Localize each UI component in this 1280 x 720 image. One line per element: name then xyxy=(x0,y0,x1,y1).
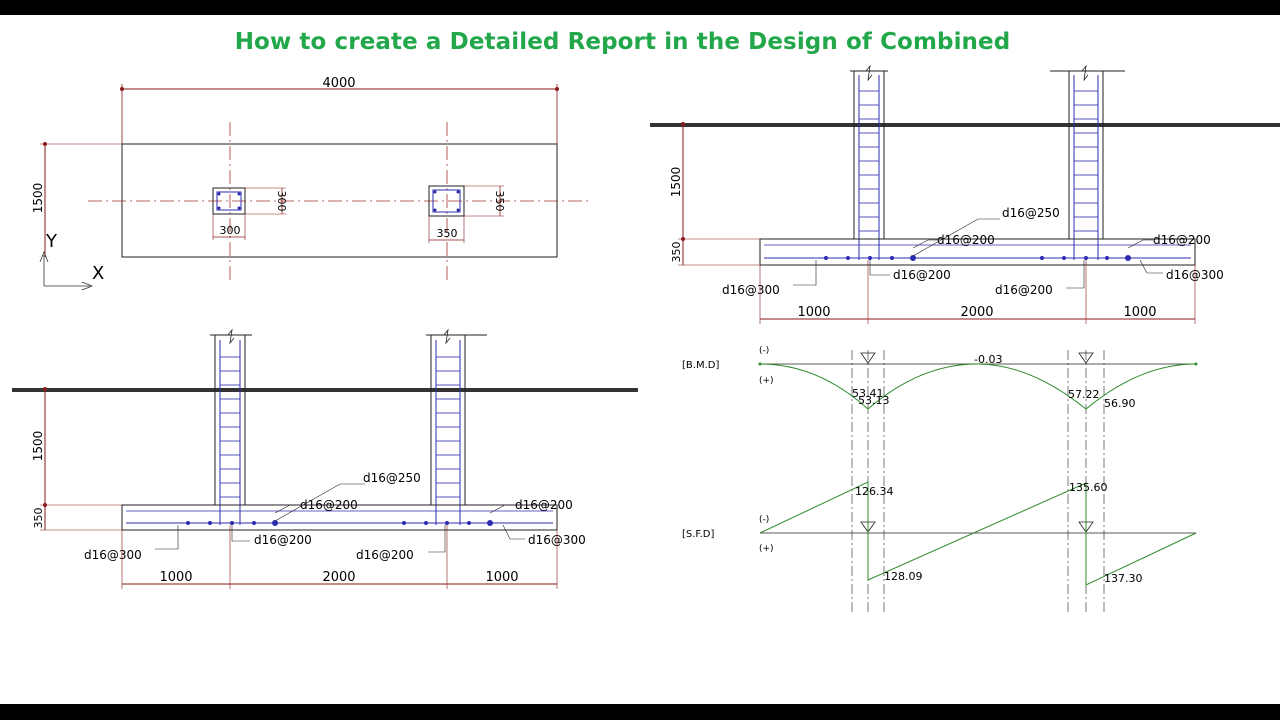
plan-length-dim: 4000 xyxy=(322,76,355,91)
col1-depth-dim: 300 xyxy=(275,191,288,212)
left-depth-footing: 350 xyxy=(32,508,45,529)
right-rebar-top-mid: d16@250 xyxy=(1002,206,1060,220)
page-title: How to create a Detailed Report in the D… xyxy=(234,29,1011,55)
plan-view: 4000 1500 300 300 350 xyxy=(31,76,592,291)
bmd-neg-sign: (-) xyxy=(759,346,769,356)
section-left: 1500 350 d16@250 d16@200 d16@200 d16@300… xyxy=(12,328,638,589)
right-depth-soil: 1500 xyxy=(669,167,683,198)
bottom-letterbox-bar xyxy=(0,704,1280,720)
bmd-v2a: 57.22 xyxy=(1068,388,1100,401)
bmd-pos-sign: (+) xyxy=(759,376,774,386)
right-rebar-top-col1: d16@200 xyxy=(937,233,995,247)
axis-y-label: Y xyxy=(45,231,58,252)
sfd-neg-sign: (-) xyxy=(759,515,769,525)
sfd-v1top: 126.34 xyxy=(855,485,894,498)
sfd-pos-sign: (+) xyxy=(759,544,774,554)
footing-plan-outline xyxy=(121,143,558,258)
left-rebar-top-col2: d16@200 xyxy=(515,498,573,512)
right-depth-footing: 350 xyxy=(670,242,683,263)
right-dim-right: 1000 xyxy=(1123,305,1156,320)
axis-x-label: X xyxy=(92,263,104,284)
left-rebar-bot-left: d16@300 xyxy=(84,548,142,562)
bending-moment-diagram: [B.M.D] (-) (+) -0.03 53.41 53.13 57.22 … xyxy=(682,346,1198,612)
right-rebar-bot-left: d16@300 xyxy=(722,283,780,297)
right-rebar-bot-mid2: d16@200 xyxy=(995,283,1053,297)
footing-section xyxy=(121,504,558,531)
bmd-v1b: 53.13 xyxy=(858,394,890,407)
left-rebar-top-mid: d16@250 xyxy=(363,471,421,485)
sfd-v2bot: 137.30 xyxy=(1104,572,1143,585)
column-2-plan xyxy=(428,185,465,217)
left-dim-right: 1000 xyxy=(485,570,518,585)
sfd-v2top: 135.60 xyxy=(1069,481,1108,494)
left-rebar-top-col1: d16@200 xyxy=(300,498,358,512)
bmd-v1a: 53.41 xyxy=(852,387,884,400)
right-dim-mid: 2000 xyxy=(960,305,993,320)
sfd-v1bot: 128.09 xyxy=(884,570,923,583)
plan-width-dim: 1500 xyxy=(31,183,45,214)
col1-width-dim: 300 xyxy=(220,224,241,237)
column-1-plan xyxy=(212,187,246,215)
left-dim-mid: 2000 xyxy=(322,570,355,585)
bmd-v2b: 56.90 xyxy=(1104,397,1136,410)
left-rebar-bot-mid2: d16@200 xyxy=(356,548,414,562)
right-rebar-bot-mid1: d16@200 xyxy=(893,268,951,282)
left-depth-soil: 1500 xyxy=(31,431,45,462)
footing-section-right xyxy=(759,238,1196,266)
bmd-label: [B.M.D] xyxy=(682,360,719,371)
bmd-mid-value: -0.03 xyxy=(974,353,1002,366)
section-right: 1500 350 d16@250 d16@200 d16@200 d16@300… xyxy=(650,64,1280,324)
left-rebar-bot-mid1: d16@200 xyxy=(254,533,312,547)
top-letterbox-bar xyxy=(0,0,1280,15)
col2-width-dim: 350 xyxy=(437,227,458,240)
col2-depth-dim: 350 xyxy=(493,191,506,212)
right-rebar-top-col2: d16@200 xyxy=(1153,233,1211,247)
left-dim-left: 1000 xyxy=(159,570,192,585)
ucs-axis-icon: Y X xyxy=(39,231,104,291)
shear-force-diagram: [S.F.D] (-) (+) 126.34 128.09 135.60 137… xyxy=(682,481,1197,586)
right-dim-left: 1000 xyxy=(797,305,830,320)
sfd-label: [S.F.D] xyxy=(682,529,714,540)
